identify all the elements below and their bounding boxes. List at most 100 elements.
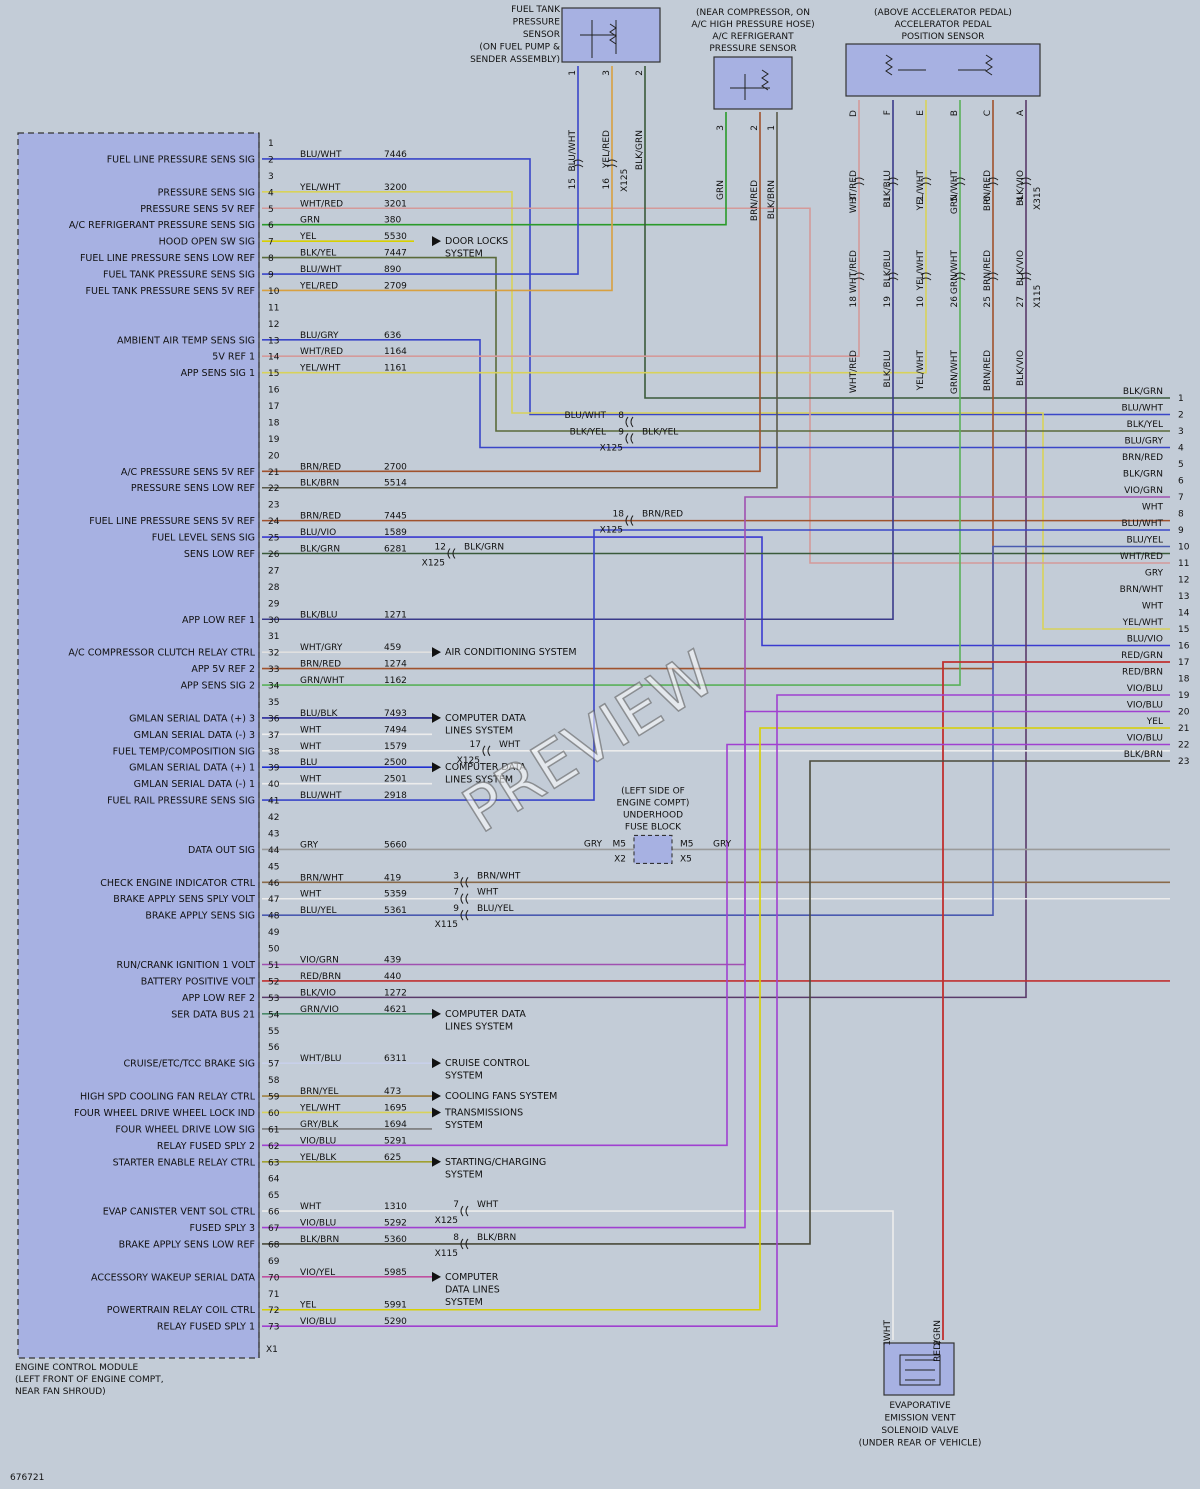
ecm-pin-number: 68 [268,1240,280,1250]
wire-blk-yel-7447 [262,256,1170,432]
continuation-number: 21 [1178,724,1189,734]
ecm-pin-label: RELAY FUSED SPLY 1 [157,1322,255,1333]
sensor-wire-color: WHT/RED [849,350,859,393]
ecm-pin-number: 35 [268,698,279,708]
wire-color-label: WHT [300,890,322,900]
inline-connector-pin: 7 [453,1200,459,1210]
inline-connector-pin: 25 [983,296,993,307]
circuit-number: 5530 [384,232,407,242]
sensor-wire-color: GRN/WHT [950,349,960,394]
inline-connector-icon [625,433,634,444]
arrow-icon [432,647,441,658]
ecm-pin-label: GMLAN SERIAL DATA (+) 1 [129,763,255,774]
continuation-wire-color: YEL/WHT [1122,618,1164,628]
inline-connector-pin: 17 [470,740,481,750]
wire-color-label: YEL/WHT [299,1103,341,1113]
sensor-pin: A [1016,109,1026,116]
ecm-pin-number: 29 [268,599,280,609]
app-sensor-label: (ABOVE ACCELERATOR PEDAL) [874,8,1012,18]
continuation-number: 22 [1178,741,1189,751]
ac-sensor-label: A/C REFRIGERANT [712,32,794,42]
sensor-pin: B [950,110,960,116]
ecm-pin-number: 36 [268,714,280,724]
inline-connector-name: X115 [1033,285,1043,308]
wire-color-label: BLK/BLU [300,610,337,620]
wire-color-label: VIO/BLU [300,1219,336,1229]
ecm-pin-number: 56 [268,1043,280,1053]
inline-connector-name: X125 [620,169,630,192]
wire-blu-wht-7446 [262,158,1170,416]
sensor-symbol-icon [885,54,993,76]
sensor-wire-color: BLK/GRN [635,130,645,170]
inline-connector-pin: 9 [618,427,624,437]
circuit-number: 5359 [384,890,407,900]
ecm-pin-label: ACCESSORY WAKEUP SERIAL DATA [91,1272,255,1283]
ecm-pin-number: 39 [268,764,280,774]
accelerator-pedal-position-sensor [845,43,1041,97]
ecm-pin-number: 45 [268,862,279,872]
ecm-pin-number: 48 [268,912,280,922]
continuation-number: 18 [1178,675,1190,685]
wire-color-label: VIO/BLU [300,1317,336,1327]
sensor-symbol-icon [730,69,770,100]
continuation-number: 10 [1178,543,1190,553]
inline-connector-icon [920,177,932,186]
circuit-number: 5291 [384,1136,407,1146]
inline-connector-pin: 15 [568,178,578,189]
inline-connector-pin: 3 [453,871,459,881]
inline-connector-name: X115 [435,1249,458,1259]
wire-color-label: WHT [300,742,322,752]
system-reference: SYSTEM [445,1169,483,1180]
circuit-number: 6281 [384,545,407,555]
ecm-pin-label: GMLAN SERIAL DATA (-) 1 [134,779,255,790]
solenoid-icon [899,1354,941,1386]
ecm-pin-label: FUEL LINE PRESSURE SENS 5V REF [89,516,255,527]
ecm-pin-label: FUEL LINE PRESSURE SENS LOW REF [80,253,255,264]
continuation-wire-color: BLU/WHT [1121,519,1163,529]
ac-sensor-label: A/C HIGH PRESSURE HOSE) [691,20,814,30]
sensor-wire-color: YEL/WHT [916,350,926,392]
ecm-pin-number: 40 [268,780,280,790]
ecm-pin-number: 58 [268,1076,280,1086]
sensor-wire-color: BLK/BLU [883,350,893,387]
sensor-pin: E [916,110,926,116]
ecm-pin-label: APP LOW REF 1 [182,615,255,626]
system-reference: COMPUTER DATA [445,762,526,773]
app-sensor-label: ACCELERATOR PEDAL [894,20,991,30]
inline-connector-icon [460,1238,469,1250]
ecm-pin-number: 54 [268,1010,280,1020]
system-reference: COOLING FANS SYSTEM [445,1091,557,1102]
sensor-wire-color: BLK/BRN [767,180,777,219]
inline-connector-icon [606,159,618,168]
system-reference: COMPUTER DATA [445,1009,526,1020]
ecm-pin-label: FUEL LEVEL SENS SIG [152,533,255,544]
inline-connector-icon [954,272,966,281]
continuation-wire-color: BLU/YEL [1126,536,1163,546]
continuation-wire-color: BLK/BRN [1124,750,1163,760]
ecm-pin-number: 34 [268,682,280,692]
ecm-pin-number: 43 [268,829,279,839]
wire-vio-blu-5292 [262,710,1170,1229]
continuation-number: 5 [1178,460,1184,470]
ecm-pin-number: 59 [268,1093,280,1103]
sensor-wire-color: WHT [883,1320,893,1342]
ecm-pin-label: FUEL TANK PRESSURE SENS SIG [103,270,255,281]
sensor-wire-color: GRN/WHT [950,249,960,294]
ecm-pin-label: PRESSURE SENS LOW REF [131,483,255,494]
inline-connector-icon [853,272,865,281]
circuit-number: 7494 [384,725,407,735]
continuation-number: 19 [1178,691,1190,701]
sensor-wire-color: YEL/WHT [916,170,926,212]
wire-color-label: GRY/BLK [300,1120,339,1130]
circuit-number: 473 [384,1087,401,1097]
fuse-block-connector: X5 [680,854,692,864]
wire-color-label: BRN/WHT [300,873,344,883]
sensor-wire-color: YEL/WHT [916,250,926,292]
ecm-pin-number: 12 [268,320,279,330]
sensor-wire-color: BLK/VIO [1016,170,1026,206]
ac-sensor-label: (NEAR COMPRESSOR, ON [696,8,810,18]
wire-color-label: GRN/WHT [300,676,345,686]
ecm-pin-label: APP SENS SIG 1 [181,368,255,379]
inline-connector-pin: 12 [435,543,446,553]
